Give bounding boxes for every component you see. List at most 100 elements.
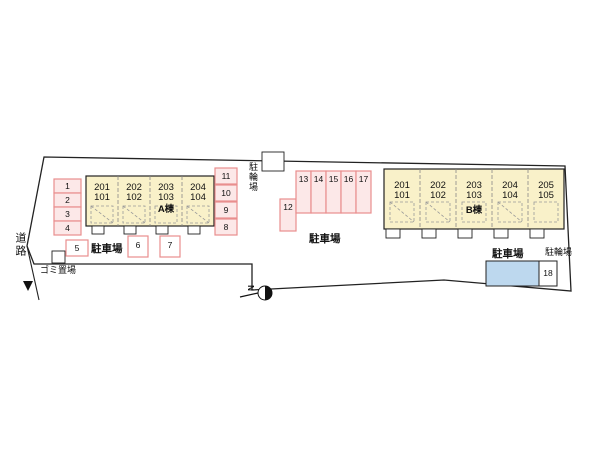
stair-detail (122, 205, 146, 224)
unit-label-lower: 103 (466, 190, 482, 201)
parking-space-10: 10 (214, 184, 238, 202)
parking-space-rect (127, 235, 149, 258)
garbage-box (51, 250, 66, 264)
parking-space-rect (53, 220, 82, 236)
parking-space-number: 11 (222, 171, 231, 181)
unit-label-lower: 102 (126, 192, 142, 203)
unit-label-upper: 204 (502, 180, 518, 191)
porch (457, 228, 473, 239)
road-edge-line (26, 245, 40, 301)
parking-space-rect (214, 218, 238, 236)
parking-space-rect (279, 198, 297, 232)
porch (493, 228, 509, 239)
stair-detail (90, 205, 114, 224)
parking-space-number: 8 (224, 222, 229, 232)
compass-n-label: N (246, 285, 255, 291)
parking-space-number: 5 (75, 243, 80, 253)
parking-space-number: 14 (314, 174, 324, 184)
building-a-porches (91, 225, 201, 235)
porch (421, 228, 437, 239)
parking-space-6: 6 (127, 235, 149, 258)
parking-space-rect (214, 167, 238, 185)
parking-space-number: 17 (359, 174, 369, 184)
unit-label-lower: 105 (538, 190, 554, 201)
parking-space-number: 6 (136, 240, 141, 250)
building-a-stair-details (90, 205, 210, 224)
road-label: 道路 (14, 232, 26, 258)
parking-space-rect (159, 235, 181, 258)
unit-label-upper: 203 (466, 180, 482, 191)
parking-space-12: 12 (279, 198, 297, 232)
garbage-label: ゴミ置場 (40, 264, 76, 275)
parking-space-number: 16 (344, 174, 354, 184)
unit-label-upper: 203 (158, 182, 174, 193)
unit-label-upper: 205 (538, 180, 554, 191)
parking-space-number: 4 (65, 223, 70, 233)
stair-detail (497, 201, 523, 223)
unit-label-upper: 201 (394, 180, 410, 191)
parking-space-number: 2 (65, 195, 70, 205)
building-b-name: B棟 (466, 204, 483, 216)
compass-half (265, 286, 272, 300)
parking-space-18: 18 (485, 260, 558, 287)
stair-detail (154, 205, 178, 224)
parking-space-8: 8 (214, 218, 238, 236)
unit-label-upper: 201 (94, 182, 110, 193)
unit-label-lower: 104 (502, 190, 518, 201)
parking-space-9: 9 (214, 201, 238, 219)
parking-space-number: 12 (283, 202, 293, 212)
parking-space-4: 4 (53, 220, 82, 236)
parking-space-11: 11 (214, 167, 238, 185)
parking-space-5: 5 (65, 239, 89, 257)
parking-space-16: 16 (340, 170, 357, 214)
parking-space-1: 1 (53, 178, 82, 194)
stair-detail (497, 201, 523, 223)
parking-space-15: 15 (325, 170, 342, 214)
parking-space-number: 1 (65, 181, 70, 191)
parking-space-number: 13 (299, 174, 309, 184)
stair-detail (186, 205, 210, 224)
parking-space-rect (65, 239, 89, 257)
parking-label-left: 駐車場 (91, 242, 123, 255)
parking-space-rect (485, 260, 540, 287)
porch (91, 225, 105, 235)
parking-space-rect (214, 184, 238, 202)
bike-shed (261, 151, 285, 172)
parking-space-rect (355, 170, 372, 214)
stair-detail (425, 201, 451, 223)
building-b-stair-details (389, 201, 559, 223)
stair-detail (389, 201, 415, 223)
parking-space-3: 3 (53, 206, 82, 222)
parking-space-14: 14 (310, 170, 327, 214)
parking-space-13: 13 (295, 170, 312, 214)
porch (187, 225, 201, 235)
road-arrow-icon (23, 281, 33, 291)
unit-label-lower: 101 (94, 192, 110, 203)
parking-label-center: 駐車場 (309, 232, 341, 245)
porch (123, 225, 137, 235)
stair-detail (389, 201, 415, 223)
parking-space-17: 17 (355, 170, 372, 214)
building-a-name: A棟 (158, 203, 175, 215)
porch (385, 228, 401, 239)
parking-label-right: 駐車場 (492, 247, 524, 260)
porch (529, 228, 545, 239)
building-a: 201 101 202 102 203 103 204 104 A棟 (85, 175, 215, 235)
north-arrow-icon: N (239, 285, 273, 301)
unit-label-lower: 103 (158, 192, 174, 203)
parking-space-number: 10 (221, 188, 231, 198)
parking-space-number: 7 (168, 240, 173, 250)
parking-space-7: 7 (159, 235, 181, 258)
unit-label-lower: 102 (430, 190, 446, 201)
parking-space-number-box (538, 260, 558, 287)
unit-label-lower: 104 (190, 192, 206, 203)
porch (155, 225, 169, 235)
building-b-porches (385, 228, 545, 239)
parking-space-number: 18 (543, 268, 553, 278)
bike-label-right: 駐輪場 (545, 246, 572, 257)
unit-label-upper: 204 (190, 182, 206, 193)
stair-detail (425, 201, 451, 223)
bike-label-center: 駐輪場 (248, 162, 258, 192)
